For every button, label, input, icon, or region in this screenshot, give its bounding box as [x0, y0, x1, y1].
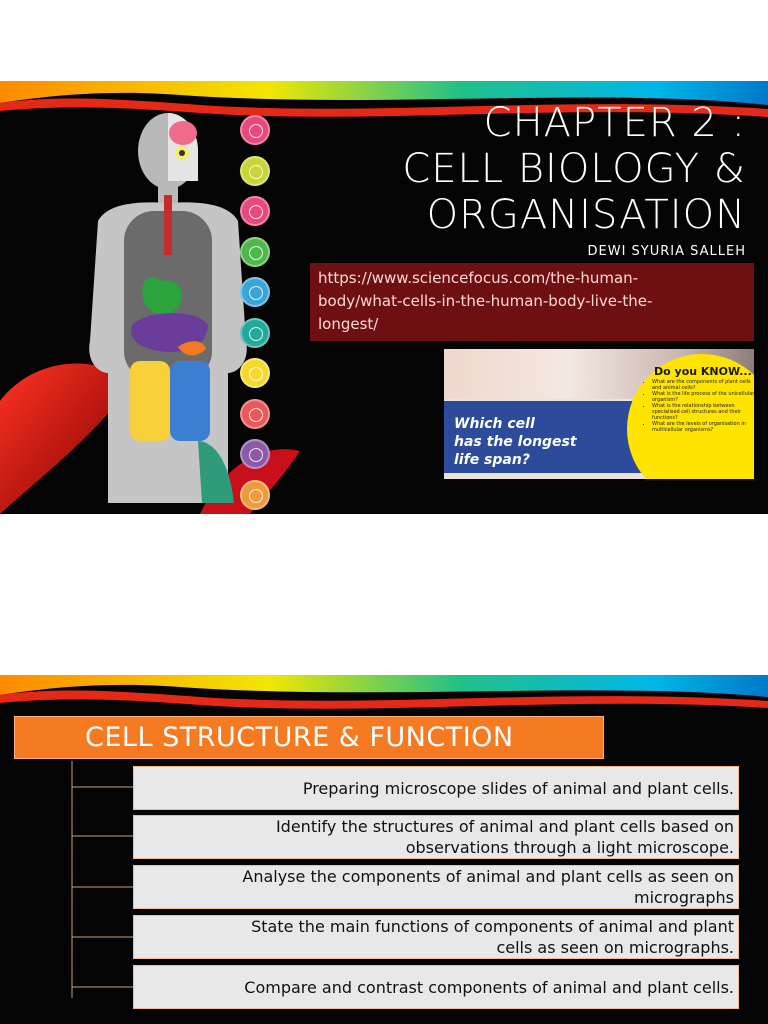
decorative-swoosh	[0, 81, 768, 514]
list-item: Preparing microscope slides of animal an…	[133, 766, 739, 810]
slide-title: CHAPTER 2 : CELL BIOLOGY & ORGANISATION	[402, 100, 746, 238]
author-name: DEWI SYURIA SALLEH	[587, 244, 746, 259]
list-item-text: Identify the structures of animal and pl…	[275, 817, 734, 857]
list-item: Analyse the components of animal and pla…	[133, 865, 739, 909]
decorative-swoosh	[0, 675, 768, 998]
egg-cell-icon	[240, 398, 270, 429]
content-slide: CELL STRUCTURE & FUNCTION Preparing micr…	[0, 675, 768, 1024]
question-band	[444, 401, 654, 473]
article-thumbnail: Which cell has the longest life span? Do…	[444, 349, 754, 479]
list-item-text: State the main functions of components o…	[251, 917, 734, 957]
brain-cell-icon	[240, 115, 270, 145]
list-item: Identify the structures of animal and pl…	[133, 815, 739, 859]
list-item: State the main functions of components o…	[133, 915, 739, 959]
section-header: CELL STRUCTURE & FUNCTION	[14, 716, 604, 759]
did-you-know-item: What is the life process of the unicellu…	[652, 391, 754, 403]
list-item: Compare and contrast components of anima…	[133, 965, 739, 1009]
did-you-know-item: What are the components of plant cells a…	[652, 379, 754, 391]
fat-cell-icon	[240, 358, 270, 388]
list-item-text: Preparing microscope slides of animal an…	[302, 778, 734, 798]
title-slide: CHAPTER 2 : CELL BIOLOGY & ORGANISATION …	[0, 81, 768, 514]
did-you-know-item: What are the levels of organisation in m…	[652, 421, 754, 433]
list-item-text: Compare and contrast components of anima…	[244, 977, 734, 997]
skin-cell-icon	[240, 439, 270, 469]
human-body-illustration	[89, 113, 247, 503]
muscle-cell-icon	[240, 236, 270, 267]
thumbnail-question: Which cell has the longest life span?	[454, 416, 577, 468]
blood-cell-icon	[240, 196, 270, 226]
eye-cell-icon	[240, 155, 270, 186]
list-item-text: Analyse the components of animal and pla…	[242, 867, 734, 907]
section-header-label: CELL STRUCTURE & FUNCTION	[85, 722, 514, 753]
did-you-know-circle	[627, 354, 754, 479]
did-you-know-list: What are the components of plant cells a…	[642, 379, 754, 433]
did-you-know-title: Do you KNOW...	[654, 365, 752, 378]
did-you-know-item: What is the relationship between special…	[652, 403, 754, 421]
reference-link-box[interactable]: https://www.sciencefocus.com/the-human- …	[310, 263, 754, 341]
bone-cell-icon	[240, 277, 270, 307]
lung-cell-icon	[240, 317, 270, 348]
cell-type-icon-column	[240, 115, 274, 514]
liver-cell-icon	[240, 479, 270, 510]
reference-link[interactable]: https://www.sciencefocus.com/the-human- …	[318, 269, 653, 333]
